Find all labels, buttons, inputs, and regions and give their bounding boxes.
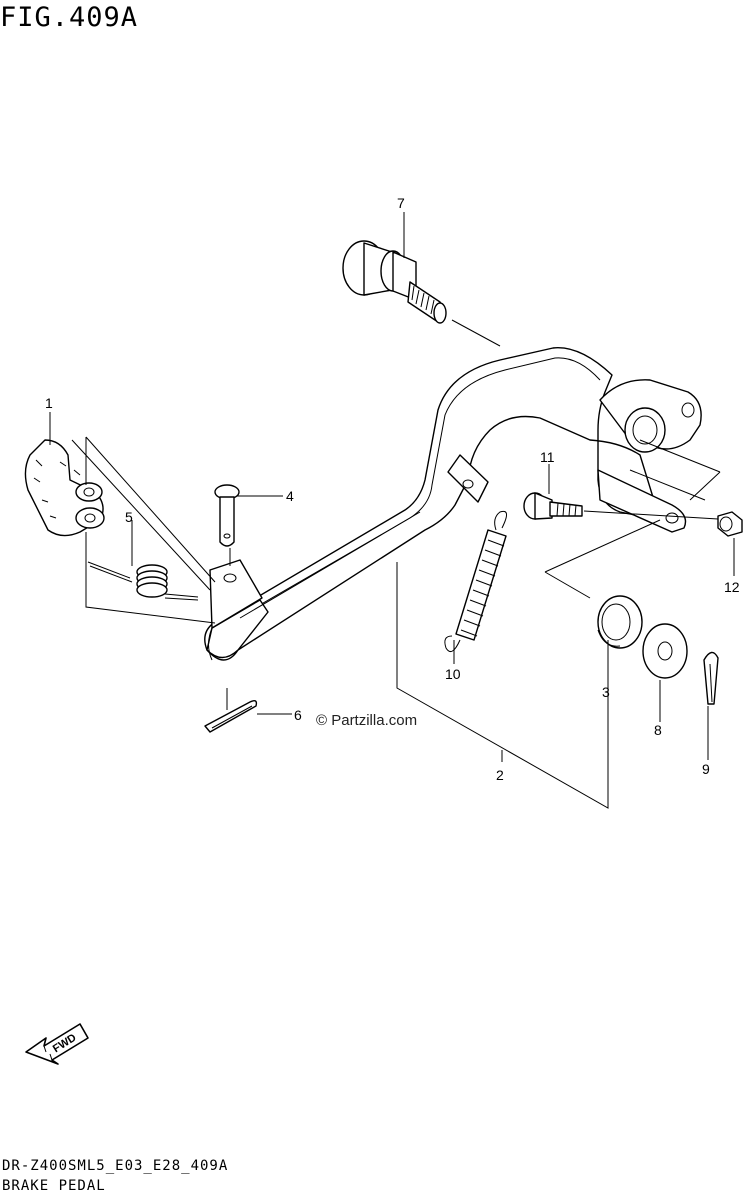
callout-11: 11 (540, 449, 555, 465)
part-2-brake-pedal[interactable] (204, 347, 702, 661)
part-12-nut[interactable] (717, 511, 743, 537)
callout-9: 9 (702, 761, 710, 777)
callout-8: 8 (654, 722, 662, 738)
figure-title: FIG.409A (0, 2, 139, 33)
callout-7: 7 (397, 195, 405, 211)
part-1-clevis[interactable] (24, 439, 105, 537)
callout-6: 6 (294, 707, 302, 723)
model-code: DR-Z400SML5_E03_E28_409A (2, 1158, 229, 1174)
part-7-pivot-bolt[interactable] (342, 240, 447, 324)
part-11-bolt[interactable] (523, 492, 583, 520)
part-10-tension-spring[interactable] (444, 510, 507, 653)
watermark: © Partzilla.com (316, 712, 417, 729)
part-3-oil-seal[interactable] (597, 595, 643, 649)
part-8-washer[interactable] (642, 623, 688, 679)
callout-5: 5 (125, 509, 133, 525)
leader-lines (49, 212, 735, 809)
part-6-cotter-pin[interactable] (204, 699, 258, 733)
part-4-clevis-pin[interactable] (214, 484, 240, 547)
callout-12: 12 (724, 579, 740, 595)
callout-3: 3 (602, 684, 610, 700)
part-5-return-spring[interactable] (87, 561, 199, 601)
part-9-cotter-pin[interactable] (703, 651, 719, 705)
figure-name: BRAKE PEDAL (2, 1178, 106, 1194)
callout-4: 4 (286, 488, 294, 504)
fwd-arrow-icon: FWD (25, 1023, 89, 1065)
callout-10: 10 (445, 666, 461, 682)
callout-1: 1 (45, 395, 53, 411)
callout-2: 2 (496, 767, 504, 783)
